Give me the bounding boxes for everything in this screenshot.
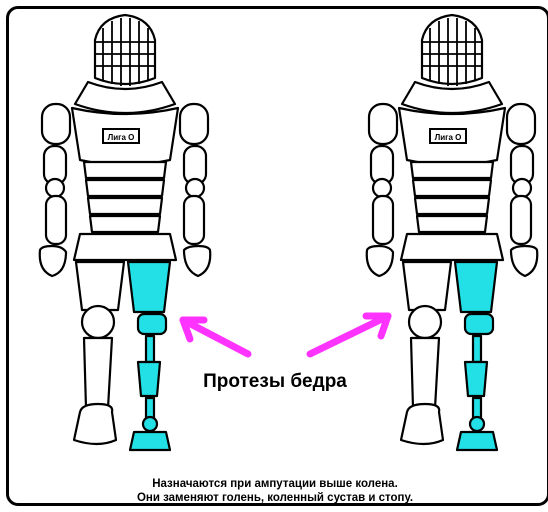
note-line-2: Они заменяют голень, коленный сустав и с…: [40, 491, 510, 505]
svg-text:Лига О: Лига О: [108, 133, 135, 142]
arrow-right: [310, 316, 388, 354]
arrow-left: [183, 320, 248, 354]
heading: Протезы бедра: [180, 371, 370, 393]
note: Назначаются при ампутации выше колена. О…: [40, 477, 510, 505]
note-line-1: Назначаются при ампутации выше колена.: [40, 477, 510, 491]
badge-left: Лига О: [103, 129, 139, 143]
figure-right: [367, 15, 538, 450]
badge-right: Лига О: [430, 129, 466, 143]
svg-text:Лига О: Лига О: [435, 133, 462, 142]
